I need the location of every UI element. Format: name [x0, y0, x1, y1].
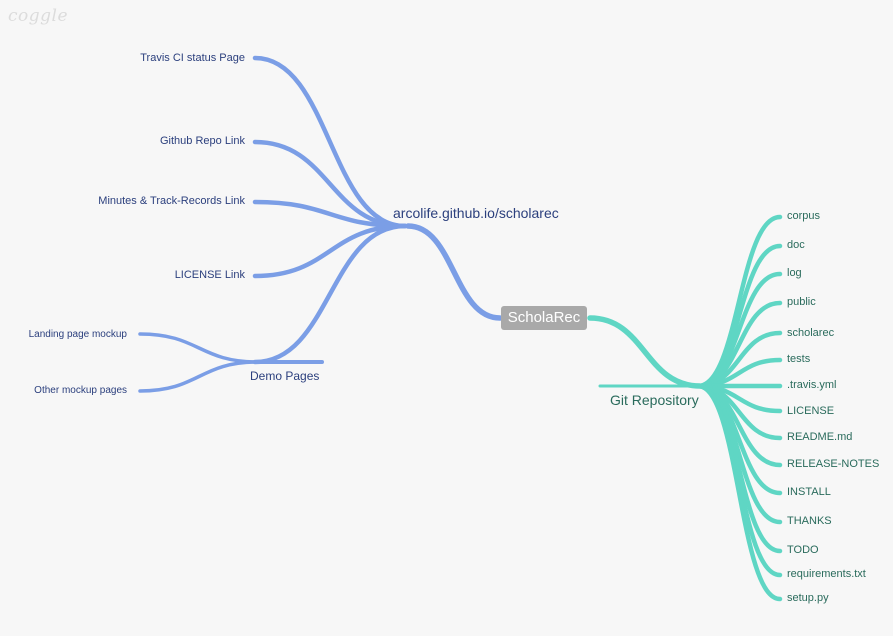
- node-git-repository[interactable]: Git Repository: [610, 392, 699, 408]
- node-readme[interactable]: README.md: [787, 431, 853, 443]
- node-tests[interactable]: tests: [787, 353, 811, 365]
- node-log[interactable]: log: [787, 267, 802, 279]
- node-todo[interactable]: TODO: [787, 544, 819, 556]
- edge-git-child-2: [695, 271, 783, 389]
- node-release-notes[interactable]: RELEASE-NOTES: [787, 458, 880, 470]
- edge-root-git: [587, 315, 703, 389]
- node-minutes[interactable]: Minutes & Track-Records Link: [98, 195, 245, 207]
- node-corpus[interactable]: corpus: [787, 210, 821, 222]
- node-license[interactable]: LICENSE: [787, 405, 835, 417]
- node-public[interactable]: public: [787, 296, 816, 308]
- node-thanks[interactable]: THANKS: [787, 515, 832, 527]
- edge-site-demo: [252, 223, 408, 365]
- node-requirements[interactable]: requirements.txt: [787, 568, 866, 580]
- node-install[interactable]: INSTALL: [787, 486, 831, 498]
- coggle-watermark: coggle: [8, 6, 69, 26]
- edge-site-minutes: [252, 199, 408, 229]
- node-travis-ci[interactable]: Travis CI status Page: [140, 52, 245, 64]
- node-doc[interactable]: doc: [787, 239, 805, 251]
- node-scholarec[interactable]: scholarec: [787, 327, 835, 339]
- node-github-repo[interactable]: Github Repo Link: [160, 135, 245, 147]
- edge-git-child-14: [695, 383, 783, 602]
- node-other-mockups[interactable]: Other mockup pages: [34, 385, 127, 396]
- node-demo-pages[interactable]: Demo Pages: [250, 369, 320, 383]
- node-travis-yml[interactable]: .travis.yml: [787, 379, 837, 391]
- node-setup-py[interactable]: setup.py: [787, 592, 829, 604]
- edge-git-child-1: [695, 243, 783, 389]
- node-landing-mockup[interactable]: Landing page mockup: [28, 329, 127, 340]
- edge-site-license: [252, 223, 408, 279]
- edge-root-site: [405, 223, 503, 321]
- edge-demo-landing: [138, 332, 260, 364]
- edge-site-travis: [252, 55, 408, 229]
- root-node[interactable]: ScholaRec: [501, 306, 587, 330]
- node-license-link[interactable]: LICENSE Link: [174, 269, 245, 281]
- node-site[interactable]: arcolife.github.io/scholarec: [393, 205, 559, 221]
- edge-demo-other: [138, 360, 260, 393]
- edge-site-github: [252, 139, 408, 229]
